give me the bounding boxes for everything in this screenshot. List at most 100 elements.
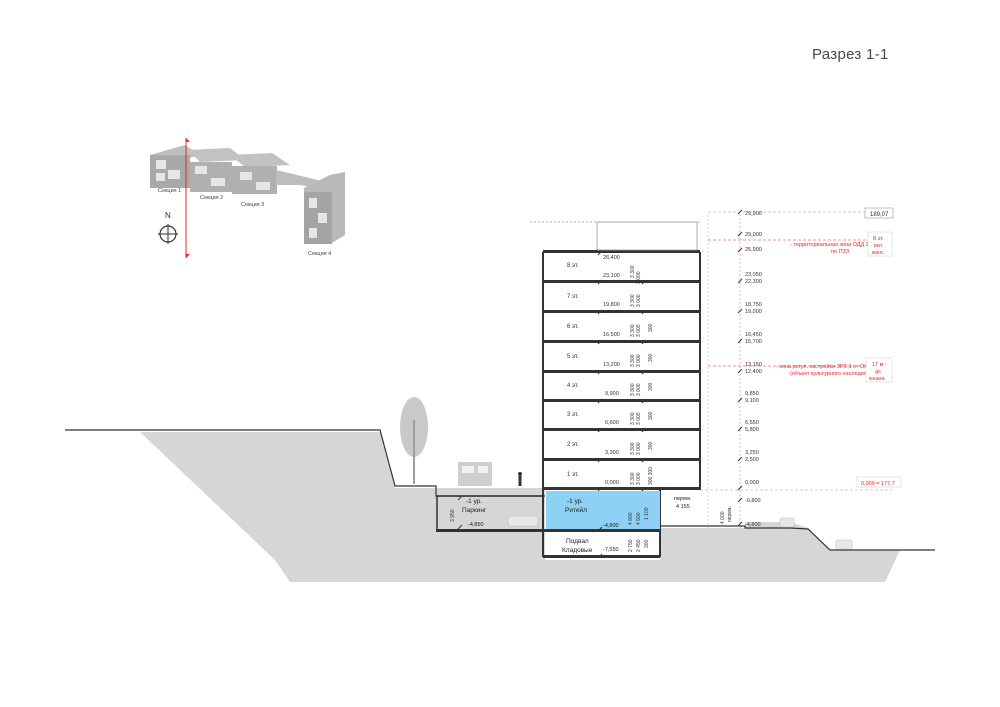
floor-dimensions: 3 300 3 000 3 300 3 000 3 300 3 000 300 …	[630, 265, 654, 485]
zero-value: 0,000 = 177,7	[861, 481, 895, 487]
floor-label: 2 эт.	[567, 442, 579, 448]
dim-text: 3 300	[630, 294, 636, 307]
floor-label: 6 эт.	[567, 324, 579, 330]
dim-text: 3 000	[636, 383, 642, 396]
floor-label: 8 эт.	[567, 263, 579, 269]
dim-text: 300	[648, 323, 654, 332]
top-mark-box	[864, 207, 894, 219]
underground-dims: 3 950 4 800 4 500 1 100 2 750 2 450 300 …	[450, 506, 733, 552]
level-mark: 16,450	[745, 332, 762, 338]
ground-line-right	[660, 525, 935, 551]
basement-label: Подвал	[566, 538, 589, 545]
perem-value: 4 155	[676, 504, 690, 510]
cut-arrow-top	[186, 138, 190, 142]
dim-text: 3 950	[450, 509, 456, 522]
drawing-title: Разрез 1-1	[812, 46, 889, 63]
zone2-box	[865, 357, 893, 383]
zone2-value: конька	[869, 376, 885, 382]
outside-level-ruler: 29,900 29,000 25,900 23,050 22,300 18,75…	[707, 209, 762, 528]
section-1-label: Секция 1	[158, 188, 181, 194]
building-section: 8 эт. 7 эт. 6 эт. 5 эт. 4 эт. 3 эт. 2 эт…	[436, 221, 853, 559]
zone1-box	[867, 231, 893, 257]
dim-text: 2 450	[636, 539, 642, 552]
floor-label: 1 эт.	[567, 472, 579, 478]
zone1-value: манс.	[872, 250, 885, 256]
vehicle-icon	[458, 462, 492, 486]
floor-label: 4 эт.	[567, 383, 579, 389]
level-mark: 29,000	[745, 232, 762, 238]
cut-arrow-bottom	[186, 254, 190, 258]
dim-text: 3 000	[636, 472, 642, 485]
dim-text: 3 300	[630, 354, 636, 367]
dim-text: 4 000	[720, 511, 726, 524]
dim-text: 1 100	[644, 507, 650, 520]
roof-structure	[596, 221, 698, 251]
parking-space	[436, 495, 544, 531]
north-label: N	[165, 211, 171, 220]
dim-text: 3 000	[636, 442, 642, 455]
roof-slab	[543, 250, 700, 253]
parking-level: -4,850	[468, 522, 484, 528]
massing-section-1-window	[168, 170, 180, 179]
dim-text: 3 300	[630, 383, 636, 396]
level-mark: 13,200	[603, 362, 620, 368]
zone1-text: по ПЗЗ	[831, 249, 850, 255]
floor-label: 5 эт.	[567, 354, 579, 360]
level-mark: 9,850	[745, 391, 759, 397]
massing-section-2-roof	[188, 148, 245, 162]
level-mark: 5,800	[745, 427, 759, 433]
dim-text: перем.	[727, 506, 733, 522]
level-mark: 19,800	[603, 302, 620, 308]
level-mark: 9,100	[745, 398, 759, 404]
zone2-text: - зона регул. застройки ЗРЗ-1 ст ОКН	[776, 363, 871, 370]
massing-section-4-window	[309, 228, 317, 238]
level-mark: -0,800	[745, 498, 761, 504]
dim-text: 3 000	[636, 412, 642, 425]
dim-text: 4 500	[636, 512, 642, 525]
perem-label: перем.	[674, 496, 692, 502]
zone2-text: (объект культурного наследия)	[790, 371, 869, 377]
zone1-value: 8 эт.	[873, 236, 884, 242]
floor-label: 7 эт.	[567, 294, 579, 300]
tree-icon	[400, 397, 428, 484]
level-mark: 19,000	[745, 309, 762, 315]
floor-labels: 8 эт. 7 эт. 6 эт. 5 эт. 4 эт. 3 эт. 2 эт…	[567, 263, 579, 478]
dim-text: 3 300	[630, 472, 636, 485]
level-mark: 29,900	[745, 211, 762, 217]
retail-label: -1 ур.	[567, 498, 583, 505]
basement-label: Кладовые	[562, 547, 593, 554]
level-mark: 6,600	[605, 420, 619, 426]
parking-label: -1 ур.	[466, 498, 482, 505]
level-mark: 12,400	[745, 369, 762, 375]
top-mark-value: 189,07	[870, 212, 889, 218]
zone1-value: вкл.	[874, 243, 883, 249]
dim-text: 300	[648, 353, 654, 362]
dim-text: 300	[648, 411, 654, 420]
ground-fill	[140, 432, 900, 582]
retail-space	[546, 491, 660, 529]
ground	[65, 429, 935, 582]
level-mark: 0,000	[745, 480, 759, 486]
retail-level: -4,800	[603, 523, 619, 529]
massing-section-4-window	[318, 213, 327, 223]
dim-text: 300	[648, 441, 654, 450]
zone1-text: - территориальная зона ОДД 2	[790, 242, 869, 248]
zone2-value: 17 м	[872, 362, 884, 368]
section-2-label: Секция 2	[200, 195, 223, 201]
dim-text: 300	[644, 539, 650, 548]
level-mark: 26,400	[603, 255, 620, 261]
massing-section-3-window	[240, 172, 252, 180]
retail-label: Ритейл	[565, 506, 587, 514]
inner-levels: 26,400 23,100 19,800 16,500 13,200 9,900…	[603, 255, 620, 486]
level-mark: 0,000	[605, 480, 619, 486]
level-mark: 18,750	[745, 302, 762, 308]
dim-ticks	[457, 250, 647, 559]
zero-box	[856, 476, 902, 488]
zone2-value: до	[875, 369, 881, 375]
massing-section-3-face	[232, 166, 277, 194]
dim-text: 3 000	[636, 354, 642, 367]
level-mark: 25,900	[745, 247, 762, 253]
car-icon	[779, 517, 853, 550]
level-mark: 23,050	[745, 272, 762, 278]
